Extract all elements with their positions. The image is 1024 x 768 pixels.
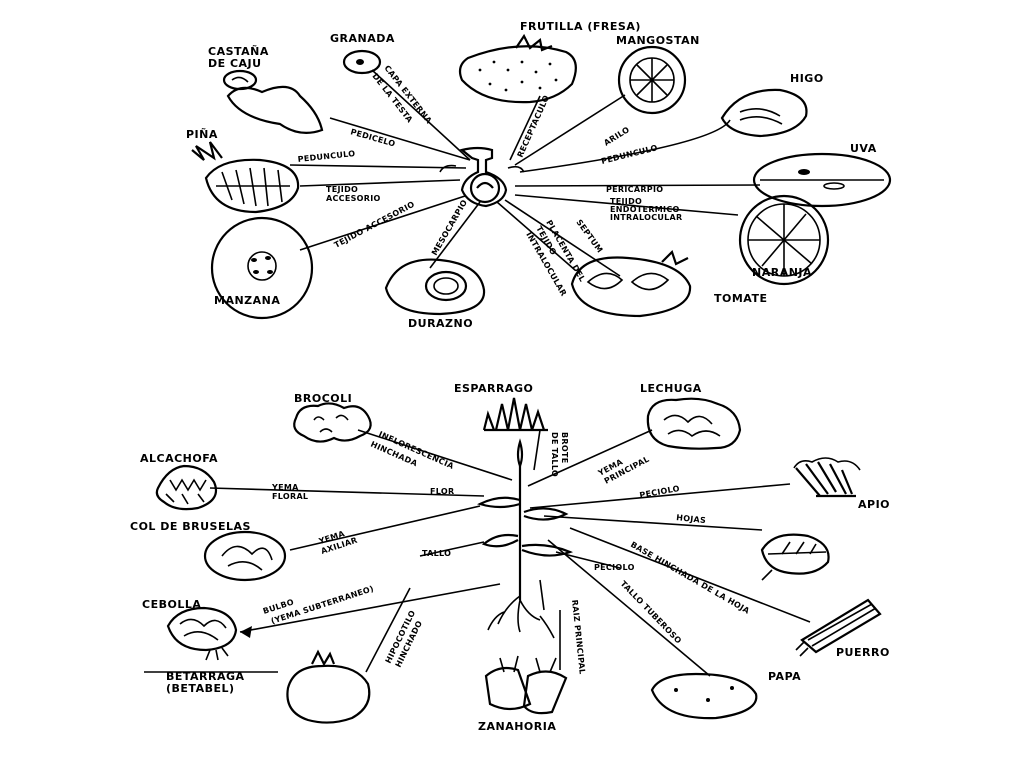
label-apio: APIO — [858, 498, 890, 511]
naranja-drawing — [738, 194, 830, 286]
part-peciolo-low: PECIOLO — [594, 563, 635, 572]
label-betarraga-2: (BETABEL) — [166, 682, 235, 695]
label-mangostan: MANGOSTAN — [616, 34, 700, 47]
label-castana-2: DE CAJU — [208, 57, 262, 70]
cebolla-drawing — [166, 606, 238, 661]
vegetable-part-labels: INFLORESCENCIA HINCHADA BROTE DE TALLO Y… — [262, 430, 752, 675]
castana-de-caju-drawing — [222, 69, 324, 135]
label-cebolla: CEBOLLA — [142, 598, 201, 611]
part-mesocarpio: MESOCARPIO — [430, 198, 469, 257]
label-uva: UVA — [850, 142, 877, 155]
granada-drawing — [342, 49, 382, 75]
part-tejido-endo-3: INTRALOCULAR — [610, 213, 683, 222]
label-betarraga-1: BETARRAGA — [166, 670, 245, 683]
part-tallo-tuberoso: TALLO TUBEROSO — [619, 579, 684, 646]
tomate-drawing — [570, 249, 692, 318]
label-castana-1: CASTAÑA — [208, 45, 269, 58]
vegetable-leader-lines — [209, 429, 811, 677]
fruits-diagram: CASTAÑA DE CAJU GRANADA FRUTILLA (FRESA)… — [186, 20, 892, 330]
part-tallo: TALLO — [422, 549, 451, 558]
central-plant-drawing — [477, 438, 574, 639]
puerro-drawing — [795, 598, 882, 657]
part-brote-1: BROTE — [560, 432, 569, 463]
part-tejido-endo-2: ENDOTERMICO — [610, 205, 680, 214]
label-esparrago: ESPARRAGO — [454, 382, 533, 395]
manzana-drawing — [210, 216, 314, 320]
hojas-drawing — [760, 533, 830, 581]
label-lechuga: LECHUGA — [640, 382, 702, 395]
durazno-drawing — [384, 258, 486, 316]
vegetable-labels: BROCOLI ESPARRAGO LECHUGA ALCACHOFA COL … — [130, 382, 890, 733]
label-durazno: DURAZNO — [408, 317, 473, 330]
label-granada: GRANADA — [330, 32, 395, 45]
part-pedunculo-left: PEDUNCULO — [297, 149, 355, 164]
apio-drawing — [793, 457, 861, 498]
part-pericarpio: PERICARPIO — [606, 185, 663, 194]
part-yema-floral-1: YEMA — [271, 483, 299, 492]
higo-drawing — [720, 88, 808, 138]
part-tejido-accesorio-1: TEJIDO — [326, 185, 358, 194]
label-brocoli: BROCOLI — [294, 392, 352, 405]
betarraga-drawing — [286, 649, 371, 724]
zanahoria-drawing — [484, 655, 568, 715]
part-tejido-accesorio-2: ACCESORIO — [326, 194, 381, 203]
part-brote-2: DE TALLO — [550, 432, 559, 477]
label-alcachofa: ALCACHOFA — [140, 452, 218, 465]
part-raiz: RAIZ PRINCIPAL — [570, 599, 587, 675]
fruit-leader-lines — [289, 69, 761, 277]
label-papa: PAPA — [768, 670, 801, 683]
label-zanahoria: ZANAHORIA — [478, 720, 556, 733]
alcachofa-drawing — [155, 464, 218, 511]
part-arilo: ARILO — [602, 125, 631, 148]
part-hojas: HOJAS — [676, 513, 707, 525]
label-manzana: MANZANA — [214, 294, 280, 307]
papa-drawing — [650, 672, 758, 720]
part-receptaculo: RECEPTACULO — [516, 94, 552, 159]
uva-drawing — [752, 152, 892, 208]
part-tejido-accesorio-left: TEJIDO ACCESORIO — [333, 200, 417, 250]
mangostan-drawing — [617, 45, 687, 115]
pina-drawing — [191, 141, 300, 214]
vegetables-diagram: BROCOLI ESPARRAGO LECHUGA ALCACHOFA COL … — [130, 382, 890, 733]
col-de-bruselas-drawing — [203, 530, 287, 582]
frutilla-drawing — [458, 33, 577, 104]
brocoli-drawing — [293, 402, 372, 443]
label-puerro: PUERRO — [836, 646, 890, 659]
esparrago-drawing — [482, 397, 548, 432]
label-pina: PIÑA — [186, 128, 218, 141]
label-naranja: NARANJA — [752, 266, 812, 279]
part-pedunculo-right: PEDUNCULO — [600, 143, 658, 166]
label-col: COL DE BRUSELAS — [130, 520, 251, 533]
label-higo: HIGO — [790, 72, 824, 85]
label-tomate: TOMATE — [714, 292, 767, 305]
part-flor: FLOR — [430, 487, 454, 496]
fruit-labels: CASTAÑA DE CAJU GRANADA FRUTILLA (FRESA)… — [186, 20, 877, 330]
lechuga-drawing — [646, 397, 742, 450]
label-frutilla: FRUTILLA (FRESA) — [520, 20, 641, 33]
part-peciolo-right: PECIOLO — [639, 484, 681, 500]
part-yema-floral-2: FLORAL — [272, 492, 308, 501]
part-tejido-endo-1: TEJIDO — [610, 197, 642, 206]
